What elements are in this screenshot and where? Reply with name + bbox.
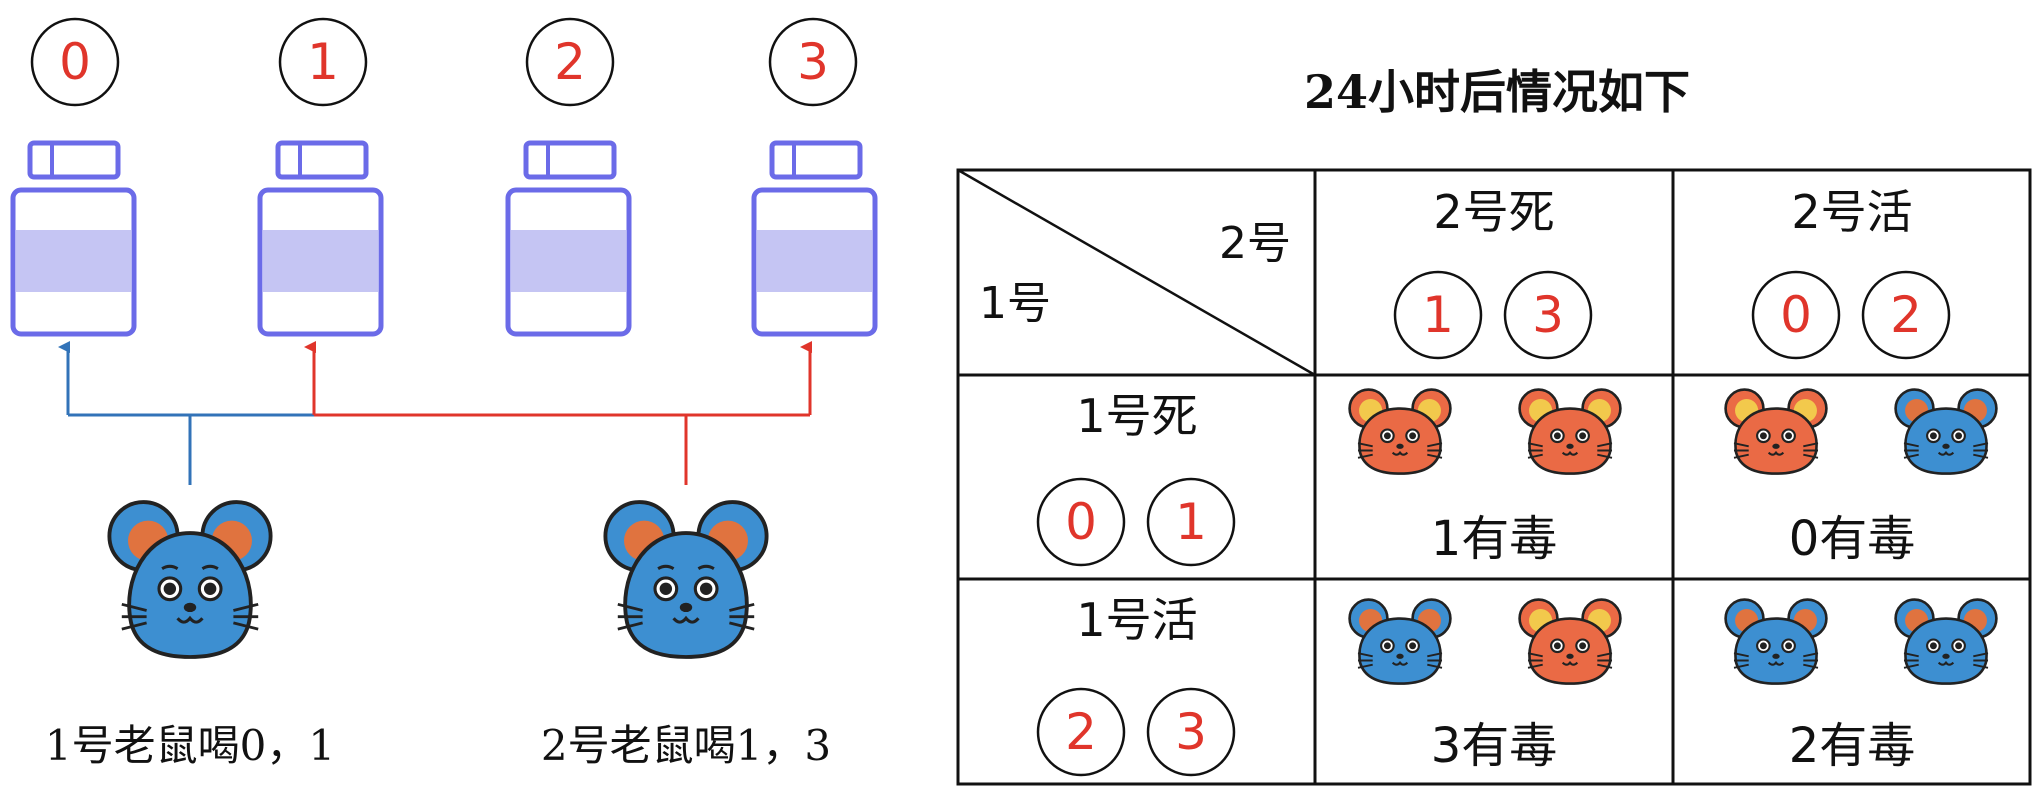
bottle-number: 2	[554, 33, 586, 91]
cell-result: 3有毒	[1431, 718, 1558, 774]
result-table: 2号 1号 2号死 1 3 2号活 0 2 1号死 0 1 1号活	[956, 168, 2032, 786]
bottle-cap	[275, 140, 369, 180]
bottle-liquid	[263, 230, 378, 292]
mouse-1-caption: 1号老鼠喝0，1	[45, 721, 335, 770]
row-header-0: 1号死 0 1	[1036, 389, 1236, 567]
mouse-2	[603, 500, 769, 659]
bottle-number: 1	[307, 33, 339, 91]
row-number: 2	[1065, 703, 1097, 761]
bottle-cap	[769, 140, 863, 180]
row-number: 1	[1175, 493, 1207, 551]
corner-row-header: 1号	[979, 278, 1051, 329]
column-header-1: 2号活 0 2	[1751, 185, 1951, 360]
cell-result: 1有毒	[1431, 511, 1558, 567]
bottle-number: 3	[797, 33, 829, 91]
result-cell-0-1: 0有毒	[1724, 388, 1998, 567]
bottle-number-circle	[30, 17, 120, 107]
column-number: 3	[1532, 286, 1564, 344]
row-number: 0	[1065, 493, 1097, 551]
bottle-0: 0	[10, 17, 137, 337]
column-label: 2号活	[1791, 185, 1912, 239]
bottle-cap	[27, 140, 121, 180]
mouse-1	[107, 500, 273, 659]
cell-mouse-1	[1724, 598, 1828, 685]
table-title: 24小时后情况如下	[1304, 65, 1690, 119]
result-cell-1-0: 3有毒	[1348, 598, 1622, 774]
bottle-3: 3	[751, 17, 878, 337]
bottle-cap	[523, 140, 617, 180]
cell-result: 0有毒	[1789, 511, 1916, 567]
row-label: 1号活	[1076, 593, 1197, 647]
mouse-2-caption: 2号老鼠喝1，3	[541, 721, 831, 770]
row-number: 3	[1175, 703, 1207, 761]
connector-mouse2	[314, 413, 810, 485]
row-label: 1号死	[1076, 389, 1197, 443]
bottle-liquid	[511, 230, 626, 292]
column-number: 0	[1780, 286, 1812, 344]
cell-mouse-2	[1894, 598, 1998, 685]
table-border	[956, 168, 2032, 786]
bottle-liquid	[16, 230, 131, 292]
column-number: 2	[1890, 286, 1922, 344]
column-number: 1	[1422, 286, 1454, 344]
cell-mouse-2	[1518, 388, 1622, 475]
cell-mouse-2	[1894, 388, 1998, 475]
connector-mouse1	[68, 413, 314, 485]
bottle-number: 0	[59, 33, 91, 91]
drink-connectors	[58, 341, 812, 485]
corner-diagonal	[957, 168, 1316, 377]
column-header-0: 2号死 1 3	[1393, 185, 1593, 360]
bottle-group: 0 1 2 3	[10, 17, 878, 337]
cell-mouse-1	[1348, 388, 1452, 475]
bottle-number-circle	[768, 17, 858, 107]
cell-mouse-2	[1518, 598, 1622, 685]
bottle-liquid	[757, 230, 872, 292]
result-cell-0-0: 1有毒	[1348, 388, 1622, 567]
corner-col-header: 2号	[1219, 218, 1291, 269]
row-header-1: 1号活 2 3	[1036, 593, 1236, 777]
bottle-number-circle	[278, 17, 368, 107]
cell-mouse-1	[1724, 388, 1828, 475]
cell-result: 2有毒	[1789, 718, 1916, 774]
bottle-number-circle	[525, 17, 615, 107]
column-label: 2号死	[1433, 185, 1554, 239]
bottle-1: 1	[257, 17, 384, 337]
result-cell-1-1: 2有毒	[1724, 598, 1998, 774]
cell-mouse-1	[1348, 598, 1452, 685]
bottle-2: 2	[505, 17, 632, 337]
